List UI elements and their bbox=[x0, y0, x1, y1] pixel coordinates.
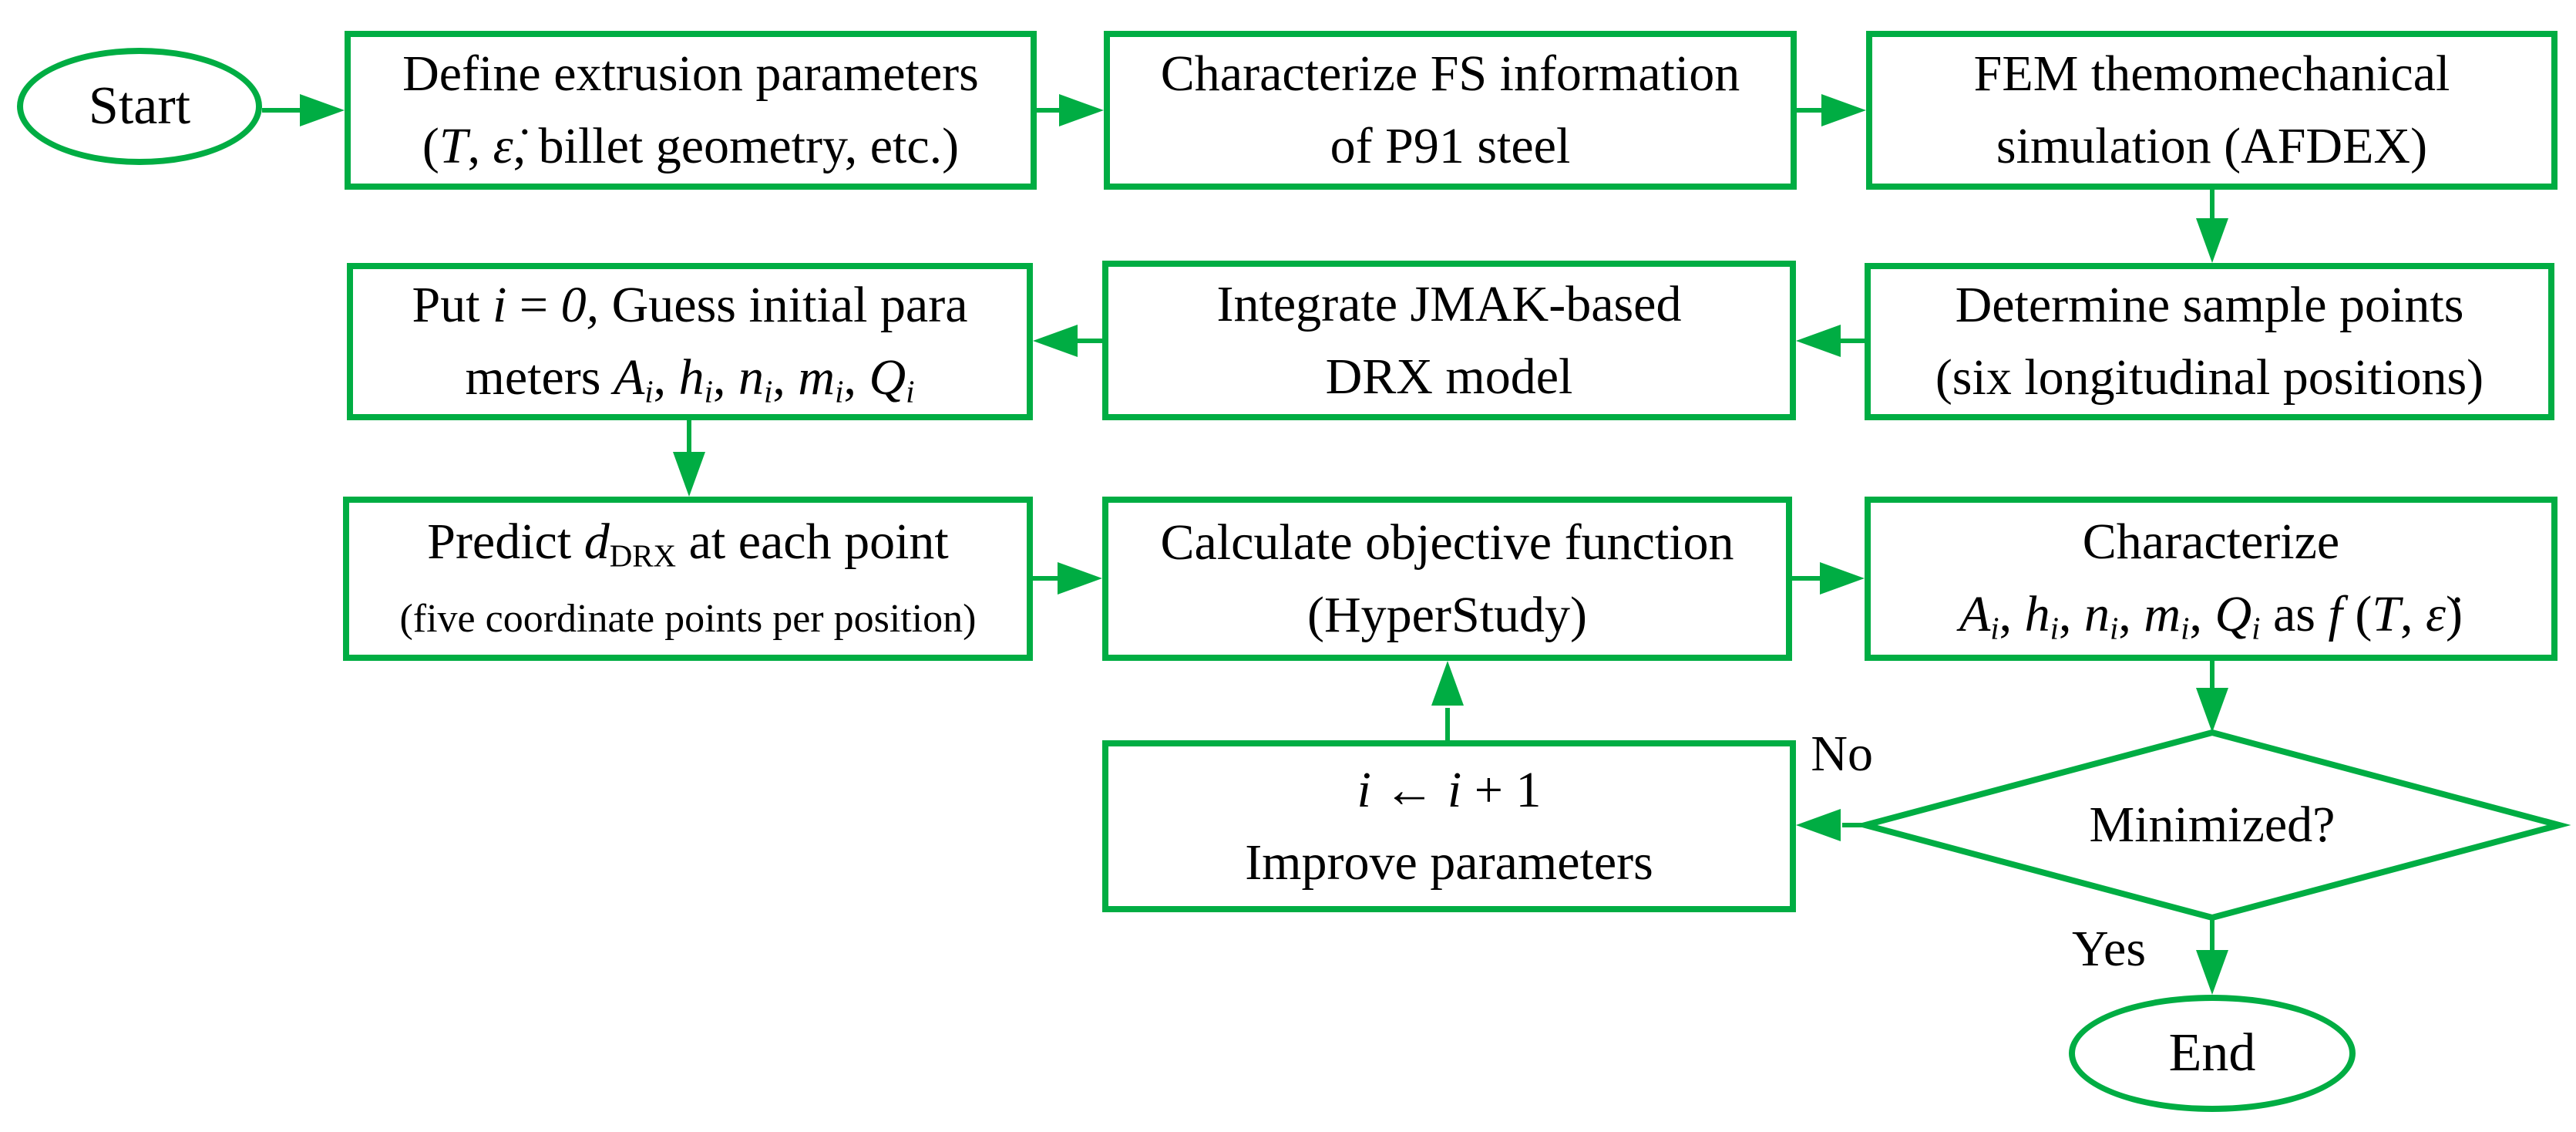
box-line: Determine sample points bbox=[1955, 277, 2464, 334]
box-line: Calculate objective function bbox=[1160, 514, 1734, 571]
box-line: Ai, hi, ni, mi, Qi as f (T, ε̇) bbox=[1959, 586, 2463, 646]
box-line: (T, ε̇, billet geometry, etc.) bbox=[422, 118, 960, 174]
arrow-fem-to-determine bbox=[2196, 190, 2228, 263]
flow-box-fem-simulation: FEM themomechanical simulation (AFDEX) bbox=[1866, 31, 2558, 190]
flow-box-define-extrusion-parameters: Define extrusion parameters (T, ε̇, bill… bbox=[345, 31, 1037, 190]
edge-label-yes: Yes bbox=[2072, 921, 2147, 977]
box-line: simulation (AFDEX) bbox=[1996, 118, 2428, 174]
arrow-determine-to-integrate bbox=[1796, 325, 1865, 357]
flow-box-characterize-parameters: Characterize Ai, hi, ni, mi, Qi as f (T,… bbox=[1865, 497, 2558, 661]
arrow-decision-yes-to-end bbox=[2196, 918, 2228, 995]
box-line: Integrate JMAK-based bbox=[1216, 275, 1682, 332]
edge-label-no: No bbox=[1811, 726, 1873, 782]
box-line: Put i = 0, Guess initial para bbox=[412, 276, 968, 333]
box-line: meters Ai, hi, ni, mi, Qi bbox=[465, 349, 915, 409]
box-line: DRX model bbox=[1325, 348, 1573, 405]
box-line: (six longitudinal positions) bbox=[1935, 349, 2484, 406]
box-line: Characterize FS information bbox=[1160, 45, 1740, 103]
flow-box-improve-parameters: i ← i + 1 Improve parameters bbox=[1102, 740, 1796, 912]
box-line: i ← i + 1 bbox=[1357, 761, 1542, 818]
end-terminator: End bbox=[2069, 995, 2356, 1112]
flow-box-determine-sample-points: Determine sample points (six longitudina… bbox=[1865, 263, 2554, 420]
box-line: (HyperStudy) bbox=[1307, 586, 1587, 643]
box-line: Define extrusion parameters bbox=[402, 45, 979, 103]
flow-box-integrate-jmak-drx-model: Integrate JMAK-based DRX model bbox=[1102, 261, 1796, 420]
flow-box-characterize-fs-information: Characterize FS information of P91 steel bbox=[1104, 31, 1797, 190]
arrow-put-to-predict bbox=[673, 420, 705, 497]
decision-label: Minimized? bbox=[2089, 797, 2336, 853]
box-line: Improve parameters bbox=[1245, 834, 1653, 891]
box-line: Predict dDRX at each point bbox=[427, 514, 949, 574]
flow-box-put-guess-initial-parameters: Put i = 0, Guess initial para meters Ai,… bbox=[347, 263, 1033, 420]
arrow-characterize-fs-to-fem bbox=[1797, 94, 1866, 126]
arrow-integrate-to-put bbox=[1033, 325, 1102, 357]
end-label: End bbox=[2168, 1023, 2256, 1083]
arrow-start-to-define bbox=[262, 94, 345, 126]
arrow-predict-to-calculate bbox=[1033, 562, 1102, 595]
arrow-define-to-characterize-fs bbox=[1037, 94, 1104, 126]
arrow-decision-no-to-improve bbox=[1796, 809, 1865, 841]
start-label: Start bbox=[88, 76, 191, 136]
start-terminator: Start bbox=[17, 48, 262, 165]
arrow-characterize-params-to-decision bbox=[2196, 661, 2228, 733]
box-line: of P91 steel bbox=[1330, 118, 1571, 174]
box-line: (five coordinate points per position) bbox=[399, 596, 977, 641]
flow-box-calculate-objective-function: Calculate objective function (HyperStudy… bbox=[1102, 497, 1792, 661]
arrow-improve-to-calculate bbox=[1431, 661, 1464, 740]
arrow-calculate-to-characterize-params bbox=[1792, 562, 1865, 595]
box-line: FEM themomechanical bbox=[1973, 45, 2450, 103]
flow-box-predict-ddrx: Predict dDRX at each point (five coordin… bbox=[343, 497, 1033, 661]
box-line: Characterize bbox=[2082, 514, 2340, 571]
